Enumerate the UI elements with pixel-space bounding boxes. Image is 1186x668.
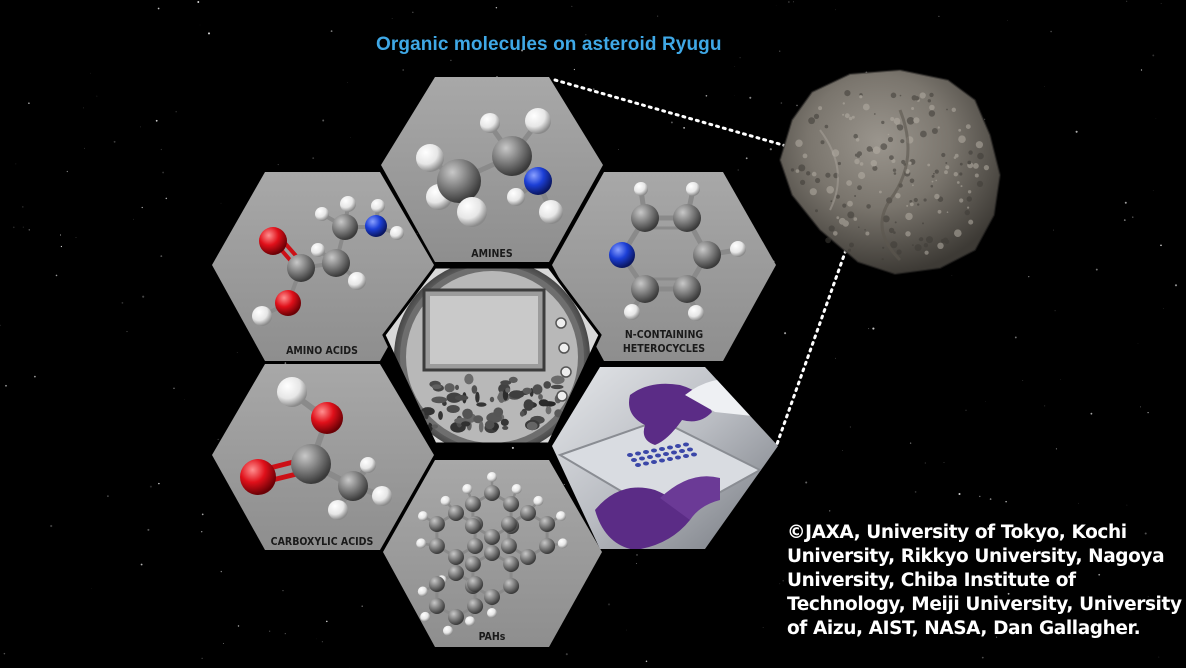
label-amino-acids: AMINO ACIDS <box>286 345 358 357</box>
carboxylic-acid-molecule <box>240 377 392 520</box>
label-carboxylic-acids: CARBOXYLIC ACIDS <box>271 536 374 548</box>
amine-molecule <box>416 108 563 227</box>
hex-pahs: PAHs <box>383 460 602 647</box>
credit-line: of Aizu, AIST, NASA, Dan Gallagher. <box>787 618 1141 639</box>
credit-line: University, Rikkyo University, Nagoya <box>787 546 1165 567</box>
hex-heterocycles: N-CONTAINING HETEROCYCLES <box>552 172 776 361</box>
credit-text: ©JAXA, University of Tokyo, Kochi Univer… <box>787 521 1182 641</box>
label-heterocycles-2: HETEROCYCLES <box>623 343 705 355</box>
label-amines: AMINES <box>471 248 513 260</box>
hex-carboxylic-acids: CARBOXYLIC ACIDS <box>212 364 434 550</box>
credit-line: Technology, Meiji University, University <box>787 594 1182 615</box>
credit-line: ©JAXA, University of Tokyo, Kochi <box>787 522 1127 543</box>
amino-acid-molecule <box>252 196 404 326</box>
hex-amines: AMINES <box>381 77 603 262</box>
hex-amino-acids: AMINO ACIDS <box>212 172 434 361</box>
label-pahs: PAHs <box>479 631 506 643</box>
pah-molecule <box>416 472 568 636</box>
page-title: Organic molecules on asteroid Ryugu <box>376 34 722 55</box>
asteroid-ryugu <box>778 68 1002 276</box>
heterocycle-molecule <box>609 182 746 321</box>
label-heterocycles-1: N-CONTAINING <box>625 329 703 341</box>
credit-line: University, Chiba Institute of <box>787 570 1076 591</box>
